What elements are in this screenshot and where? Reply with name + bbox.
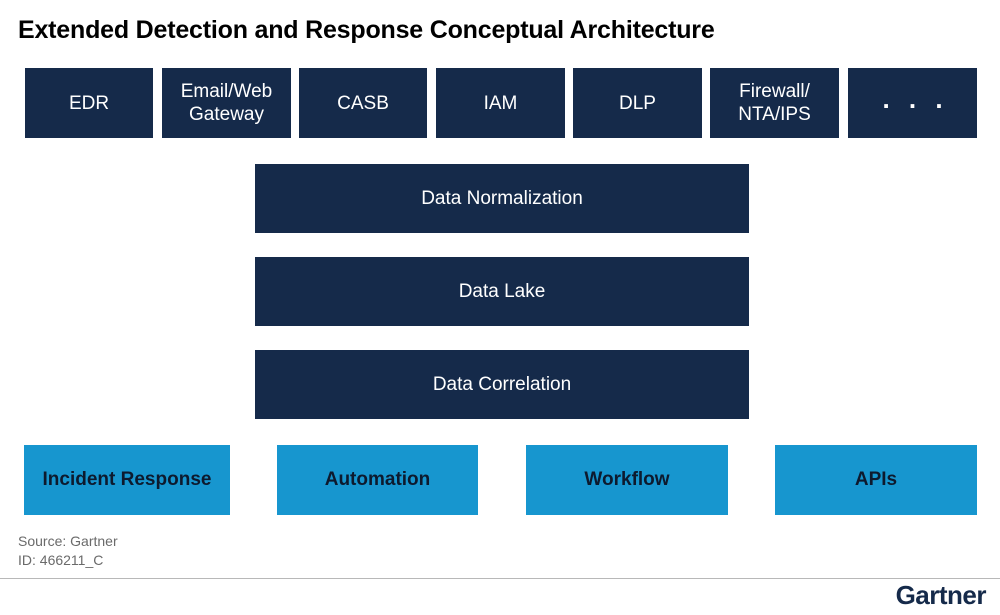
layer-data-correlation: Data Correlation: [255, 350, 749, 419]
output-automation: Automation: [277, 445, 478, 515]
source-label: EDR: [68, 92, 110, 114]
output-workflow: Workflow: [526, 445, 728, 515]
footer-divider: [0, 578, 1000, 579]
source-box-more: . . .: [848, 68, 977, 138]
layer-label: Data Lake: [458, 280, 546, 302]
output-apis: APIs: [775, 445, 977, 515]
source-label: Firewall/ NTA/IPS: [738, 81, 811, 125]
layer-data-lake: Data Lake: [255, 257, 749, 326]
source-box-edr: EDR: [25, 68, 153, 138]
figure-id: ID: 466211_C: [18, 552, 104, 568]
source-box-casb: CASB: [299, 68, 427, 138]
output-label: Incident Response: [42, 469, 212, 490]
diagram-title: Extended Detection and Response Conceptu…: [18, 16, 715, 44]
source-label: CASB: [337, 92, 389, 114]
source-label: DLP: [619, 92, 656, 114]
output-label: APIs: [854, 469, 898, 490]
output-label: Workflow: [584, 469, 670, 490]
layer-data-normalization: Data Normalization: [255, 164, 749, 233]
output-label: Automation: [324, 469, 431, 490]
output-incident-response: Incident Response: [24, 445, 230, 515]
source-box-dlp: DLP: [573, 68, 702, 138]
layer-label: Data Normalization: [421, 187, 583, 209]
ellipsis-label: . . .: [882, 83, 949, 114]
source-label: Email/Web Gateway: [180, 81, 273, 125]
layer-label: Data Correlation: [432, 373, 572, 395]
source-note: Source: Gartner: [18, 533, 118, 549]
source-box-iam: IAM: [436, 68, 565, 138]
source-box-firewall-nta-ips: Firewall/ NTA/IPS: [710, 68, 839, 138]
source-box-email-web-gateway: Email/Web Gateway: [162, 68, 291, 138]
gartner-logo: Gartner: [895, 580, 987, 610]
source-label: IAM: [483, 92, 518, 114]
